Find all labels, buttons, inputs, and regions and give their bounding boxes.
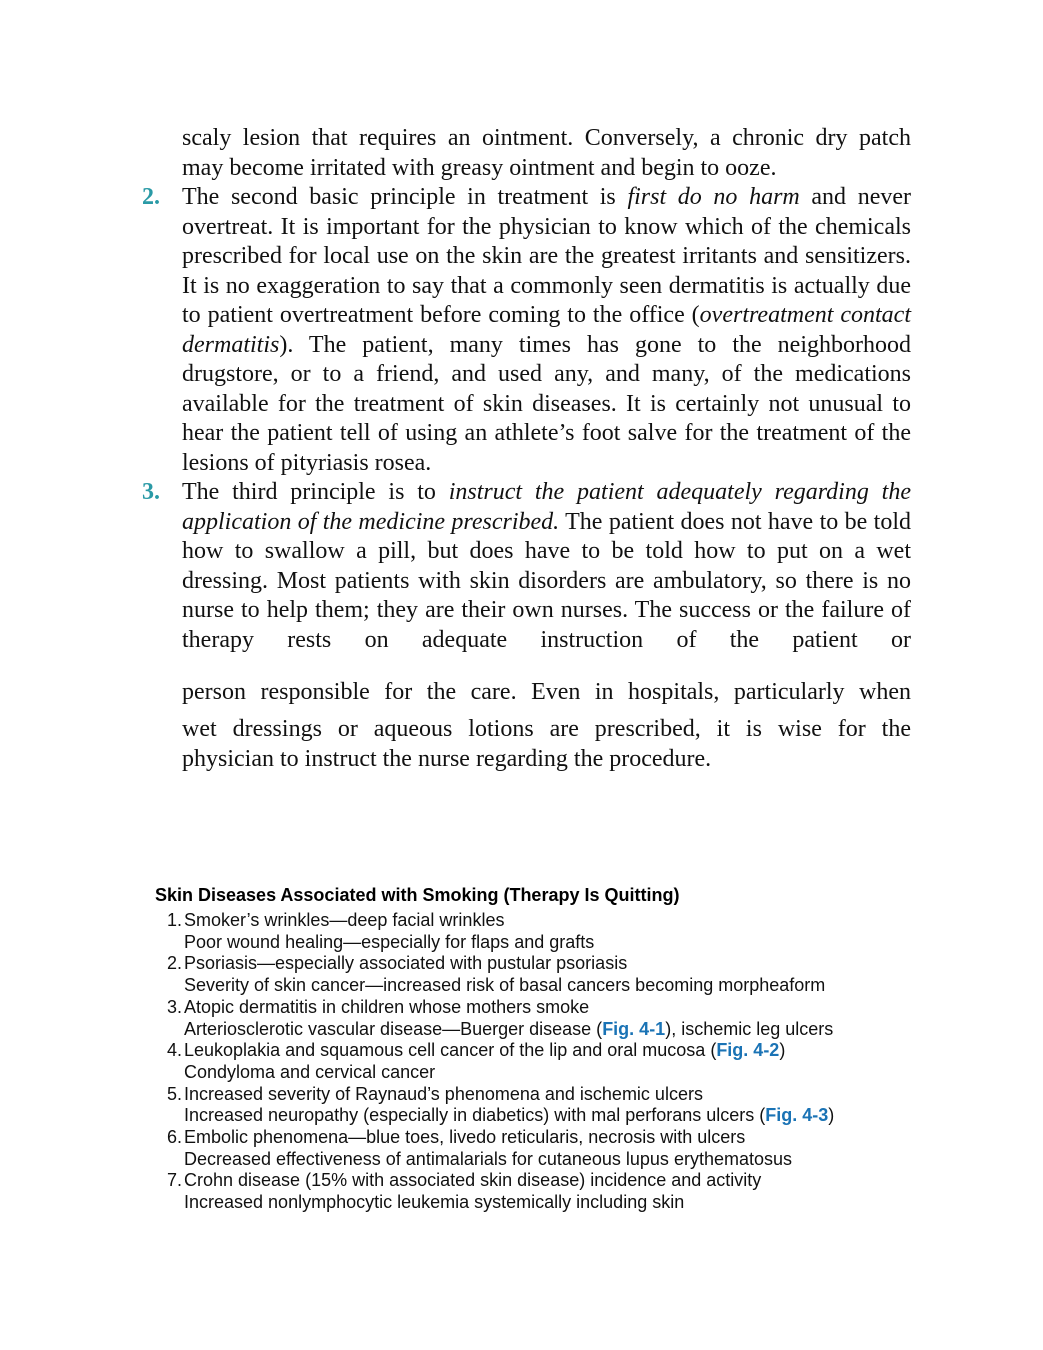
item-line: Severity of skin cancer—increased risk o…	[184, 975, 826, 996]
list-number: 2.	[142, 184, 160, 210]
text-run: ). The patient, many times has gone to t…	[182, 331, 911, 476]
text-run: Leukoplakia and squamous cell cancer of …	[184, 1040, 717, 1061]
list-number: 1.	[166, 910, 182, 930]
text-run: The second basic principle in treatment …	[182, 184, 628, 210]
text-run: The patient does not have to be told how…	[182, 508, 911, 653]
list-number: 4.	[166, 1040, 182, 1061]
emphasis-text: overtreatment contact dermatitis	[182, 302, 912, 358]
item-line: Increased nonlymphocytic leukemia system…	[184, 1192, 685, 1213]
item-line: Psoriasis—especially associated with pus…	[184, 953, 628, 974]
intro-line: scaly lesion that requires an ointment. …	[182, 125, 911, 151]
list-number: 3.	[166, 996, 182, 1017]
text-run: Increased neuropathy (especially in diab…	[184, 1105, 766, 1126]
figure-reference-link[interactable]: Fig. 4-3	[765, 1105, 829, 1126]
list-number: 2.	[166, 953, 182, 974]
principle-text: The third principle is to instruct the p…	[182, 478, 911, 655]
item-line: Increased neuropathy (especially in diab…	[184, 1105, 900, 1127]
emphasis-text: first do no harm	[627, 184, 800, 210]
principle-text: The second basic principle in treatment …	[182, 183, 911, 478]
item-line: Increased severity of Raynaud’s phenomen…	[184, 1083, 703, 1104]
text-run: )	[828, 1105, 835, 1126]
item-line: Embolic phenomena—blue toes, livedo reti…	[184, 1127, 746, 1148]
list-item: 5. Increased severity of Raynaud’s pheno…	[160, 1084, 900, 1127]
list-item: 4. Leukoplakia and squamous cell cancer …	[160, 1040, 900, 1083]
continuation-line: wet dressings or aqueous lotions are pre…	[182, 716, 911, 742]
item-line: Poor wound healing—especially for flaps …	[184, 931, 595, 952]
figure-reference-link[interactable]: Fig. 4-2	[716, 1040, 780, 1061]
item-line: Atopic dermatitis in children whose moth…	[184, 996, 590, 1017]
item-line: Crohn disease (15% with associated skin …	[184, 1170, 762, 1191]
list-number: 6.	[166, 1127, 182, 1148]
intro-paragraph: scaly lesion that requires an ointment. …	[182, 124, 911, 183]
continuation-line: physician to instruct the nurse regardin…	[182, 746, 712, 772]
text-run: The third principle is to	[182, 479, 449, 505]
text-run: Arteriosclerotic vascular disease—Buerge…	[184, 1018, 603, 1039]
text-run: )	[779, 1040, 786, 1061]
item-line: Leukoplakia and squamous cell cancer of …	[184, 1040, 900, 1062]
list-number: 5.	[166, 1083, 182, 1104]
list-item: 1. Smoker’s wrinkles—deep facial wrinkle…	[160, 910, 900, 953]
list-item: 7. Crohn disease (15% with associated sk…	[160, 1170, 900, 1213]
box-title: Skin Diseases Associated with Smoking (T…	[155, 885, 680, 905]
text-run: and never overtreat. It is important for…	[182, 184, 912, 328]
list-item: 3. Atopic dermatitis in children whose m…	[160, 997, 900, 1040]
intro-line: may become irritated with greasy ointmen…	[182, 154, 777, 181]
list-item: 2. Psoriasis—especially associated with …	[160, 953, 900, 996]
emphasis-text: instruct the patient adequately regardin…	[182, 479, 911, 535]
item-line: Arteriosclerotic vascular disease—Buerge…	[184, 1019, 900, 1041]
list-number: 7.	[166, 1170, 182, 1191]
continuation-paragraph: person responsible for the care. Even in…	[182, 677, 911, 774]
list-number: 3.	[142, 479, 160, 505]
text-run: ), ischemic leg ulcers	[665, 1018, 834, 1039]
figure-reference-link[interactable]: Fig. 4-1	[602, 1018, 666, 1039]
list-item: 6. Embolic phenomena—blue toes, livedo r…	[160, 1127, 900, 1170]
smoking-diseases-list: 1. Smoker’s wrinkles—deep facial wrinkle…	[160, 910, 900, 1214]
item-line: Decreased effectiveness of antimalarials…	[184, 1148, 792, 1169]
continuation-line: person responsible for the care. Even in…	[182, 679, 911, 705]
item-line: Condyloma and cervical cancer	[184, 1061, 436, 1082]
item-line: Smoker’s wrinkles—deep facial wrinkles	[184, 910, 505, 930]
